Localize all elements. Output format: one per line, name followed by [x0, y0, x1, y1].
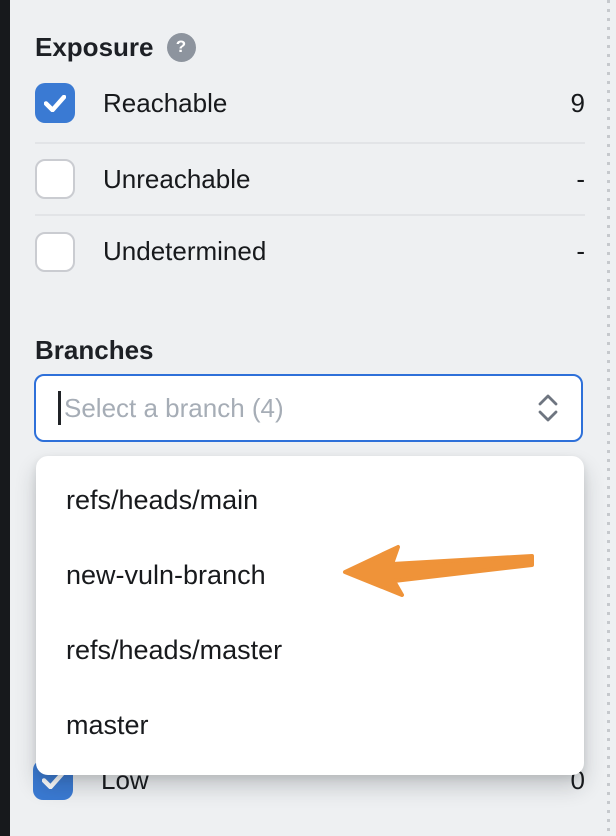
filter-option-label: Undetermined [103, 236, 267, 266]
branch-dropdown-list: refs/heads/main new-vuln-branch refs/hea… [36, 456, 584, 775]
checkbox-undetermined[interactable] [35, 231, 75, 272]
dropdown-item-new-vuln-branch[interactable]: new-vuln-branch [66, 560, 266, 590]
dropdown-item-refs-heads-main[interactable]: refs/heads/main [66, 485, 259, 515]
window-edge-strip [0, 0, 10, 836]
filter-option-row-reachable[interactable]: Reachable 9 [35, 64, 585, 144]
checkmark-icon [44, 94, 66, 112]
dropdown-item-refs-heads-master[interactable]: refs/heads/master [66, 635, 283, 665]
filter-option-label: Unreachable [103, 163, 251, 194]
orange-arrow-annotation [343, 545, 534, 597]
help-icon[interactable]: ? [166, 32, 196, 62]
filter-option-count: - [576, 236, 585, 266]
dotted-divider [607, 0, 610, 836]
filter-option-row-unreachable[interactable]: Unreachable - [35, 144, 585, 216]
filter-option-count: - [576, 163, 585, 194]
filter-option-row-undetermined[interactable]: Undetermined - [35, 216, 585, 287]
filter-panel: Exposure ? Reachable 9 Unreachable - Und… [34, 0, 585, 442]
branch-select-placeholder: Select a branch (4) [64, 392, 284, 423]
text-caret [58, 391, 61, 425]
dropdown-item-master[interactable]: master [66, 710, 149, 740]
checkbox-reachable[interactable] [35, 83, 75, 123]
checkbox-unreachable[interactable] [35, 159, 75, 199]
exposure-title: Exposure [35, 31, 154, 62]
filter-option-count: 9 [570, 87, 585, 118]
chevron-updown-icon [535, 392, 561, 424]
exposure-section-header: Exposure ? [35, 30, 585, 64]
filter-option-label: Reachable [103, 87, 228, 118]
checkmark-icon [42, 771, 64, 789]
branches-title: Branches [35, 335, 154, 365]
branch-select-input[interactable]: Select a branch (4) [34, 374, 583, 442]
